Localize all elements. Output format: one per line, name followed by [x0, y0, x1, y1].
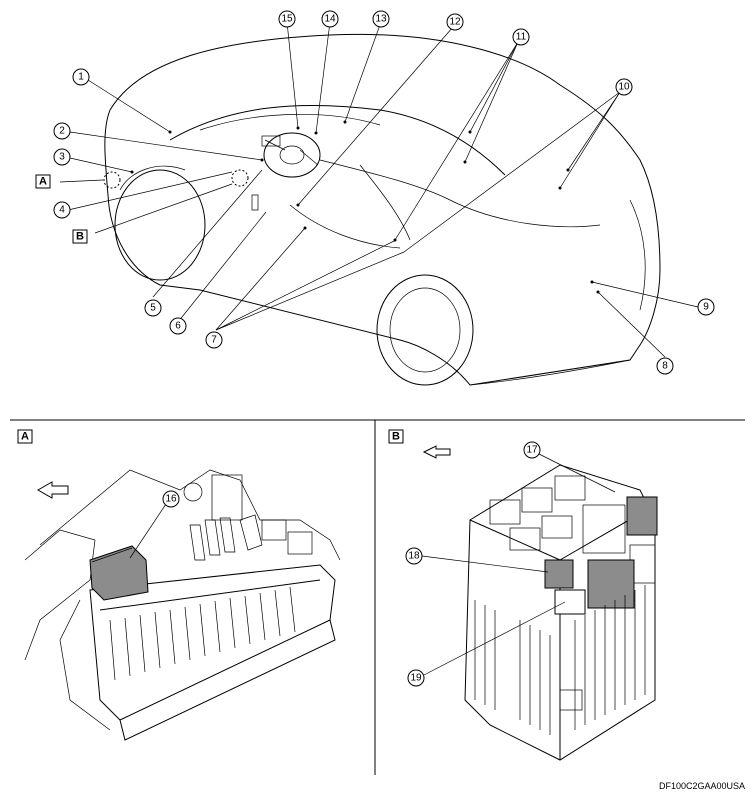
callout-2: 2 [53, 122, 71, 140]
callout-19: 19 [407, 669, 425, 687]
callout-6: 6 [169, 317, 187, 335]
callout-13: 13 [372, 10, 390, 28]
svg-text:13: 13 [375, 14, 387, 25]
callout-4: 4 [53, 201, 71, 219]
leader-16 [129, 503, 167, 559]
svg-text:8: 8 [662, 361, 668, 372]
svg-text:11: 11 [516, 32, 527, 43]
front-arrow-icon [36, 481, 69, 499]
relay-box-a [24, 469, 341, 741]
callout-11: 11 [512, 28, 530, 46]
leader-18 [421, 555, 549, 573]
callout-3: 3 [53, 148, 71, 166]
leader-lines-top [59, 21, 699, 358]
svg-text:6: 6 [175, 321, 181, 332]
svg-text:7: 7 [211, 335, 217, 346]
svg-text:9: 9 [703, 302, 709, 313]
leader-17 [538, 453, 616, 493]
callout-16: 16 [162, 490, 180, 508]
svg-text:15: 15 [281, 14, 293, 25]
callout-14: 14 [321, 10, 339, 28]
svg-text:12: 12 [449, 17, 461, 28]
callout-5: 5 [144, 299, 162, 317]
callout-17: 17 [523, 441, 541, 459]
svg-text:4: 4 [59, 205, 65, 216]
svg-text:1: 1 [78, 72, 84, 83]
vehicle-outline [103, 33, 661, 386]
svg-text:17: 17 [526, 445, 538, 456]
figure-code: DF100C2GAA00USA [658, 781, 745, 791]
svg-text:19: 19 [410, 673, 422, 684]
svg-text:18: 18 [408, 551, 420, 562]
box-label-b-panel: B [388, 429, 404, 444]
callout-18: 18 [405, 547, 423, 565]
junction-block-b [464, 464, 658, 761]
callout-9: 9 [697, 298, 715, 316]
svg-text:3: 3 [59, 152, 65, 163]
front-arrow-icon [422, 445, 451, 459]
svg-text:16: 16 [165, 494, 177, 505]
svg-text:A: A [39, 176, 47, 188]
callout-7: 7 [205, 331, 223, 349]
svg-text:5: 5 [150, 303, 156, 314]
svg-text:B: B [76, 231, 84, 243]
callout-15: 15 [278, 10, 296, 28]
callout-8: 8 [656, 357, 674, 375]
callout-10: 10 [615, 78, 633, 96]
callout-1: 1 [72, 68, 90, 86]
svg-text:10: 10 [618, 82, 630, 93]
svg-text:A: A [21, 431, 29, 443]
svg-text:2: 2 [59, 126, 65, 137]
box-label-a-top: A [35, 174, 51, 189]
svg-text:B: B [392, 431, 400, 443]
callout-12: 12 [446, 13, 464, 31]
box-label-b-top: B [72, 229, 88, 244]
svg-text:14: 14 [324, 14, 336, 25]
leader-19 [423, 601, 566, 676]
box-label-a-panel: A [17, 429, 33, 444]
